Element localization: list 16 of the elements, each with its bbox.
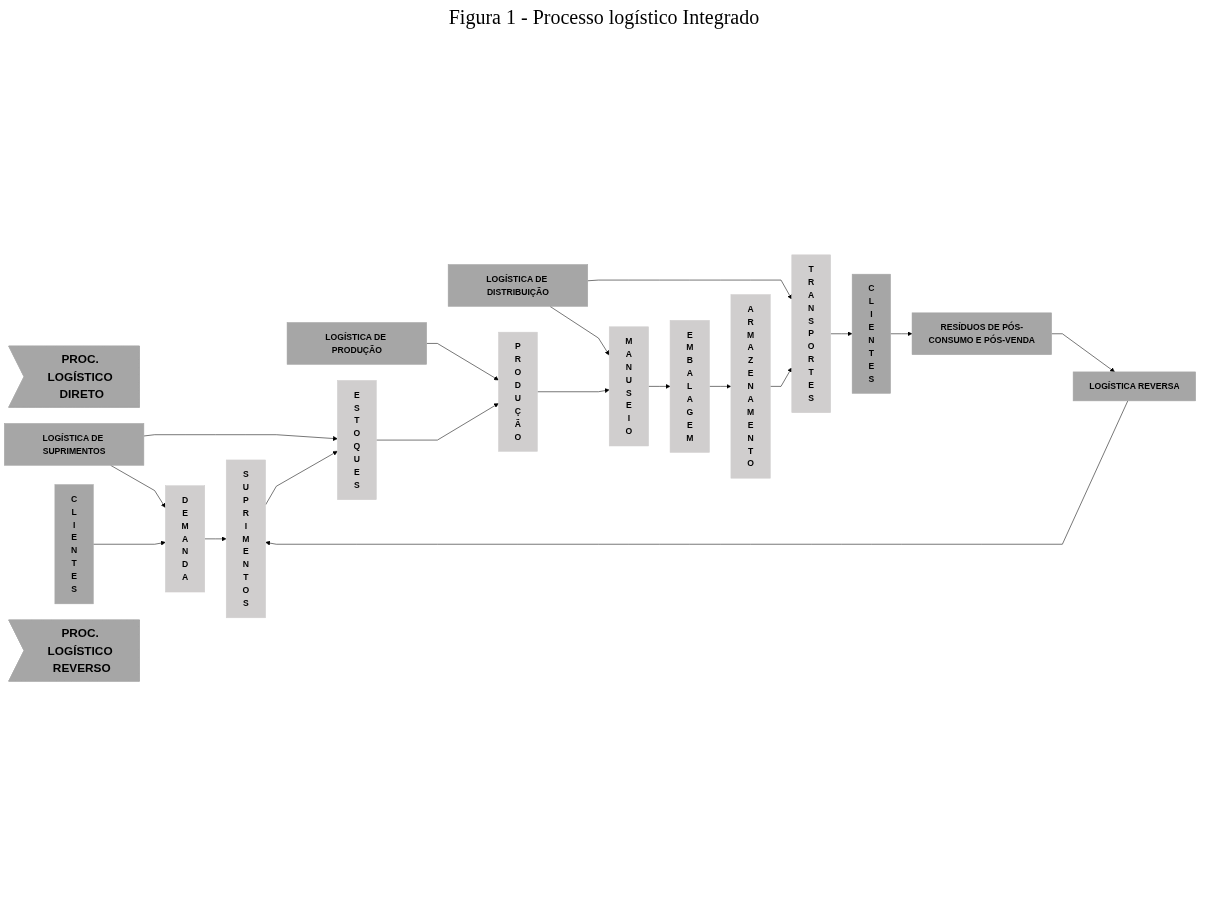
node-box: DEMANDA bbox=[165, 485, 205, 593]
node-box: CLIENTES bbox=[851, 273, 891, 394]
node-box: RESÍDUOS DE PÓS-CONSUMO E PÓS-VENDA bbox=[911, 312, 1052, 355]
figure-title: Figura 1 - Processo logístico Integrado bbox=[447, 6, 761, 29]
node-box: TRANSPORTES bbox=[791, 254, 831, 413]
node-box: LOGÍSTICA DE SUPRIMENTOS bbox=[4, 423, 145, 466]
node-box: ARMAZENAMENTO bbox=[730, 294, 771, 479]
node-box: LOGÍSTICA REVERSA bbox=[1072, 371, 1196, 402]
node-box: EMBALAGEM bbox=[669, 320, 710, 453]
node-box: MANUSEIO bbox=[608, 326, 649, 447]
node-box: PRODUÇÃO bbox=[498, 331, 538, 452]
node-box: CLIENTES bbox=[54, 484, 94, 605]
node-box: ESTOQUES bbox=[337, 380, 377, 500]
node-box: SUPRIMENTOS bbox=[225, 459, 266, 619]
node-box: LOGÍSTICA DE PRODUÇÃO bbox=[286, 322, 427, 365]
node-box: LOGÍSTICA DE DISTRIBUIÇÃO bbox=[447, 264, 588, 307]
